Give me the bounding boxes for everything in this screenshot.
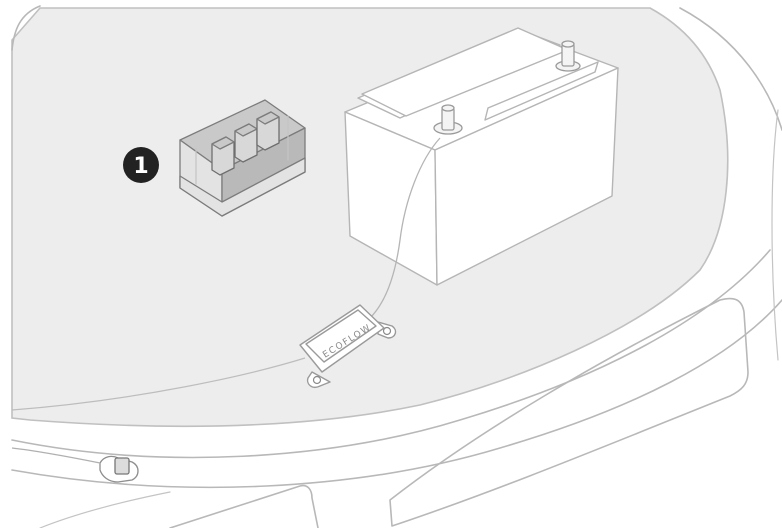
- callout-number: 1: [133, 154, 148, 179]
- ground-bolt: [12, 448, 138, 482]
- fuse-blade-3: [257, 112, 279, 150]
- sensor-mount-hole-left: [314, 377, 321, 384]
- lower-panel-left: [170, 486, 318, 528]
- fuse-blade-1: [212, 137, 234, 175]
- callout-marker-1: 1: [123, 147, 159, 183]
- ground-wire: [12, 448, 100, 463]
- ground-nut: [115, 458, 129, 474]
- lower-panel-left-inner: [40, 492, 170, 528]
- fuse-blade-2: [235, 124, 257, 162]
- right-panel-edge: [772, 110, 778, 360]
- sensor-mount-hole-right: [384, 328, 391, 335]
